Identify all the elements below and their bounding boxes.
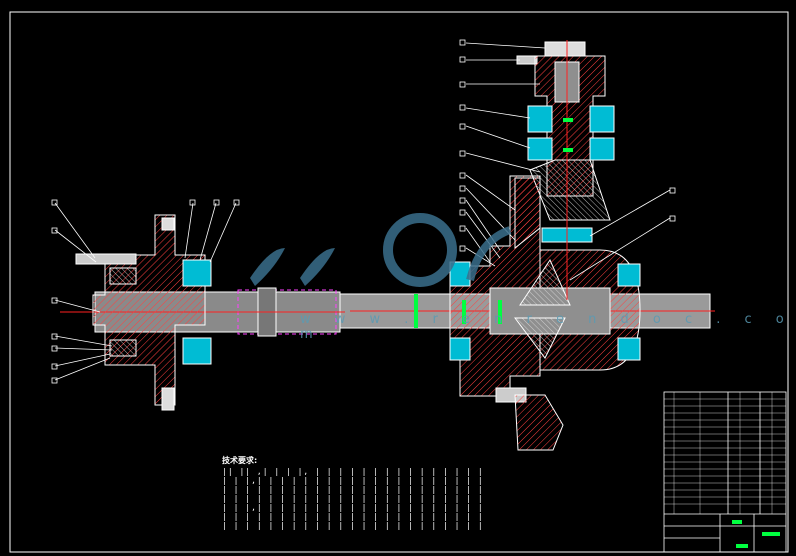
watermark-logo [250, 213, 512, 287]
requirement-line: || || ,| | | |, | | | | | | | | | | | | … [222, 467, 482, 476]
left-shaft-assembly [60, 214, 345, 411]
title-block [663, 391, 787, 553]
parts-list-rows [664, 392, 786, 514]
requirement-line: | | |,| | | | | | | | | | | | | | | | | … [222, 476, 482, 485]
requirement-line: | | | | | | | | | | | | | | | | | | | | … [222, 494, 482, 503]
leader-lines-left [51, 199, 240, 384]
gear-housing [414, 175, 641, 451]
requirement-line: | | | | | | | | | | | | | | | | | | | | … [222, 485, 482, 494]
leader-lines-right [459, 39, 676, 281]
requirement-line: | | | | | | | | | | | | | | | | | | | | … [222, 521, 482, 530]
technical-requirements: 技术要求: || || ,| | | |, | | | | | | | | | … [222, 456, 482, 530]
pinion-shaft-assembly [514, 40, 615, 300]
requirement-line: | | | | | | | | | | | | | | | | | | | | … [222, 512, 482, 521]
requirement-line: | | |,| | | | | | | | | | | | | | | | | … [222, 503, 482, 512]
drawing-border [9, 11, 789, 553]
watermark-url: w w w . r e n r e n d o c . c o m [300, 312, 794, 342]
technical-requirements-title: 技术要求: [222, 456, 258, 465]
